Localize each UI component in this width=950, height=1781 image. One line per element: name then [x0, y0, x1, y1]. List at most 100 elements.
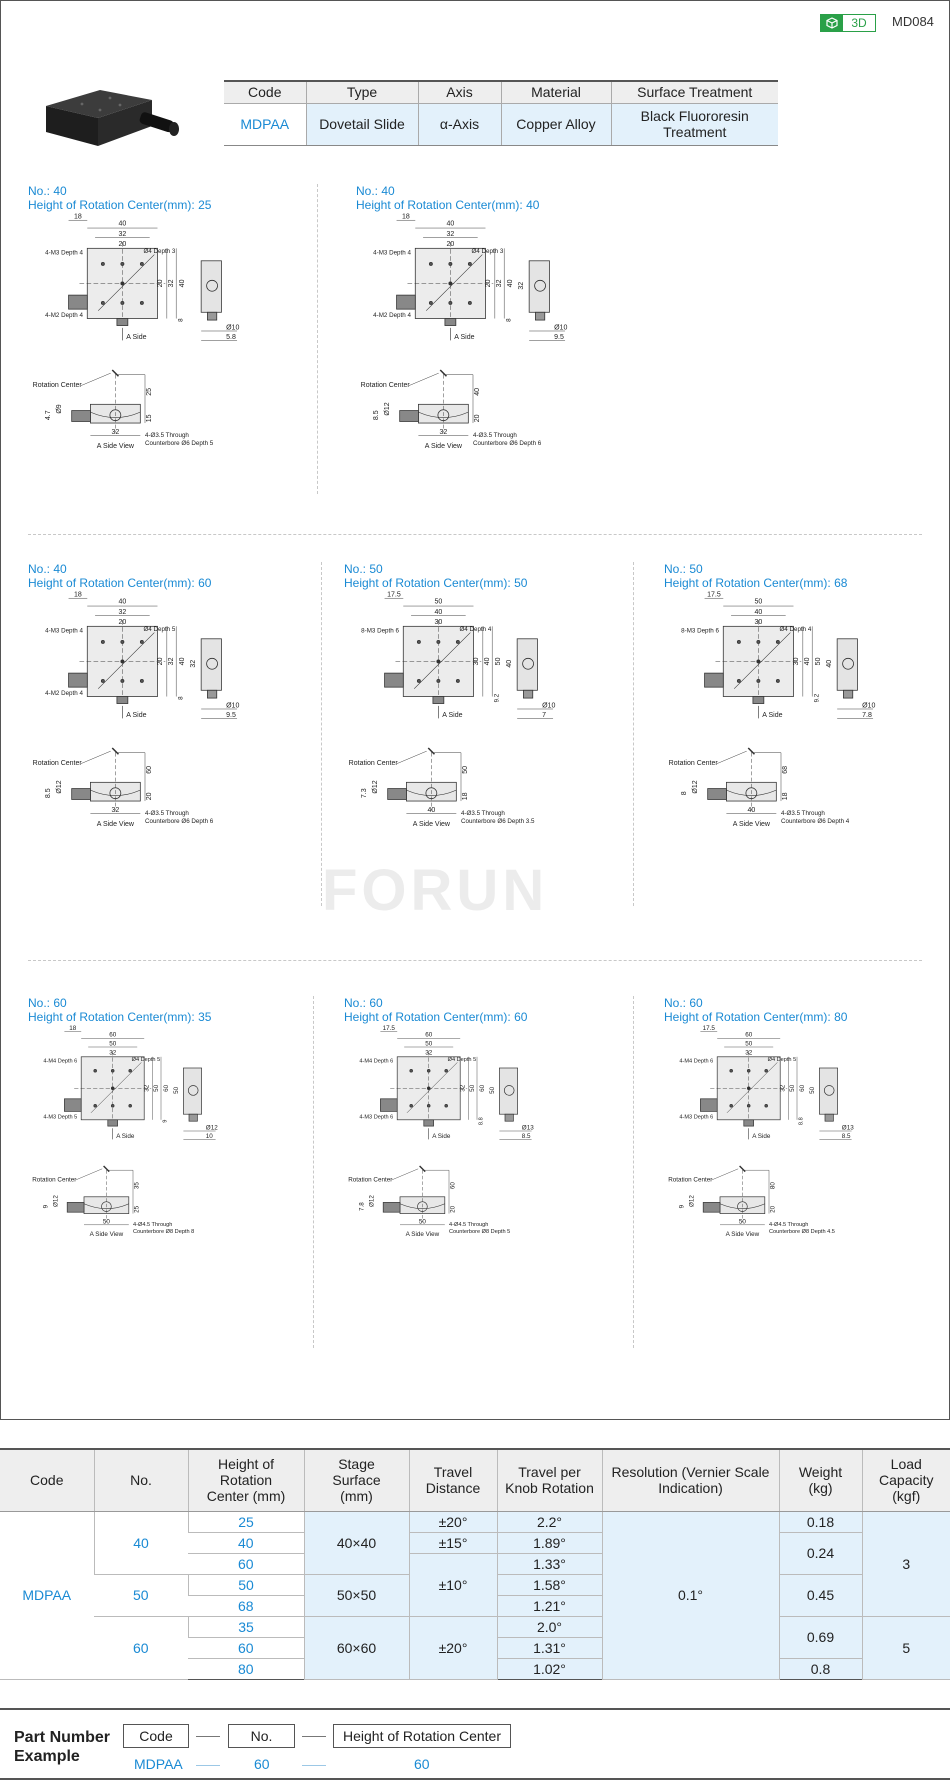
dimension-label: Ø10: [862, 702, 875, 709]
center-hole: [746, 1086, 751, 1091]
dimension-label: 40: [118, 599, 126, 606]
mounting-hole: [756, 678, 761, 683]
side-bore: [503, 1085, 515, 1096]
thread-note: 8-M3 Depth 6: [681, 628, 719, 635]
knob: [380, 1098, 398, 1112]
center-hole: [756, 659, 761, 664]
pn-height-value: 60: [414, 1756, 430, 1772]
mounting-hole: [139, 639, 144, 644]
dimension-label: 32: [779, 1084, 786, 1092]
dimension-label: Ø10: [542, 702, 555, 709]
divider: [28, 534, 922, 535]
mounting-hole: [416, 678, 421, 683]
panel-model-no: No.: 50: [664, 562, 703, 576]
dimension-label: 60: [425, 1032, 433, 1039]
thread-note: 4-M3 Depth 4: [45, 250, 83, 257]
hole-note: Ø4 Depth 5: [448, 1057, 477, 1063]
mounting-hole: [139, 678, 144, 683]
leader-line: [408, 372, 439, 386]
dimension-label: Ø13: [842, 1125, 854, 1132]
mounting-hole: [746, 1069, 751, 1073]
knob-bottom: [107, 1119, 118, 1127]
leader-line: [414, 632, 471, 689]
panel-model-no: No.: 50: [344, 562, 383, 576]
dimension-label: 40: [804, 657, 811, 665]
knob: [384, 672, 404, 688]
dimension-label: 32: [496, 279, 503, 287]
center-hole: [426, 1086, 431, 1091]
spec-height: 25: [187, 1511, 304, 1533]
front-knob: [382, 1202, 401, 1213]
3d-model-button[interactable]: 3D: [820, 14, 876, 32]
divider: [317, 184, 318, 494]
dimension-label: 20: [157, 657, 164, 665]
spec-per-rotation: 1.89°: [496, 1532, 602, 1554]
mounting-hole: [428, 261, 433, 266]
rotation-center-label: Rotation Center: [348, 1176, 392, 1183]
dovetail-arc: [399, 1203, 445, 1209]
panel-rotation-height: Height of Rotation Center(mm): 60: [28, 576, 212, 590]
panel-model-no: No.: 40: [28, 184, 67, 198]
spec-travel: ±10°: [408, 1553, 497, 1617]
dimension-label: Ø10: [226, 324, 239, 331]
summary-header: Surface Treatment: [610, 80, 778, 104]
through-hole-note: 4-Ø3.5 Through: [473, 432, 517, 439]
dimension-label: 60: [799, 1084, 806, 1092]
dimension-label: 60: [146, 766, 153, 774]
counterbore-note: Counterbore Ø6 Depth 5: [145, 440, 214, 447]
dimension-label: 50: [739, 1218, 747, 1225]
spec-header: Travel per Knob Rotation: [496, 1448, 602, 1512]
rotation-center-label: Rotation Center: [669, 760, 719, 767]
mounting-hole: [409, 1104, 413, 1108]
knob-bottom: [752, 696, 765, 704]
spec-height: 40: [188, 1532, 304, 1554]
stage-side-view: [183, 1067, 202, 1115]
dimension-label: 20: [146, 792, 153, 800]
rotation-center-label: Rotation Center: [32, 1176, 76, 1183]
leader-line: [90, 1062, 142, 1113]
summary-header: Axis: [417, 80, 501, 104]
mounting-hole: [764, 1104, 768, 1108]
dimension-label: 60: [163, 1084, 170, 1092]
dimension-label: 40: [506, 660, 513, 668]
summary-header: Type: [305, 80, 418, 104]
part-number-label: Part Number Example: [14, 1729, 111, 1765]
front-knob: [71, 410, 91, 422]
dimension-label: 5.8: [226, 334, 236, 341]
mounting-hole: [100, 678, 105, 683]
mounting-hole: [736, 639, 741, 644]
dovetail-arc: [418, 411, 469, 418]
dimension-label: 50: [173, 1086, 180, 1094]
dimension-label: 40: [446, 221, 454, 228]
spec-per-rotation: 1.31°: [496, 1637, 602, 1659]
dimension-label: Ø9: [56, 404, 63, 413]
spec-resolution: 0.1°: [601, 1511, 779, 1680]
dimension-label: 4.7: [45, 410, 52, 420]
dimension-label: 40: [118, 221, 126, 228]
summary-table: Code Type Axis Material Surface Treatmen…: [224, 80, 778, 146]
hole-note: Ø4 Depth 3: [471, 248, 503, 255]
spec-header: Weight (kg): [778, 1448, 862, 1512]
mounting-hole: [128, 1069, 132, 1073]
front-knob: [387, 788, 407, 800]
rotation-center-marker: [439, 369, 448, 377]
front-knob: [399, 410, 419, 422]
rotation-center-marker: [419, 1165, 426, 1173]
dimension-label: 40: [484, 657, 491, 665]
mounting-hole: [455, 678, 460, 683]
spec-travel: ±20°: [408, 1511, 497, 1533]
dimension-label: 40: [179, 657, 186, 665]
dimension-label: 50: [815, 657, 822, 665]
document-id: MD084: [892, 14, 934, 29]
3d-label: 3D: [851, 16, 867, 30]
stage-side-view: [200, 260, 222, 313]
mounting-hole: [444, 1104, 448, 1108]
counterbore-note: Counterbore Ø8 Depth 5: [449, 1229, 510, 1235]
mounting-hole: [444, 1069, 448, 1073]
dimension-label: 17.5: [383, 1025, 396, 1032]
divider: [633, 996, 634, 1348]
mounting-hole: [100, 300, 105, 305]
